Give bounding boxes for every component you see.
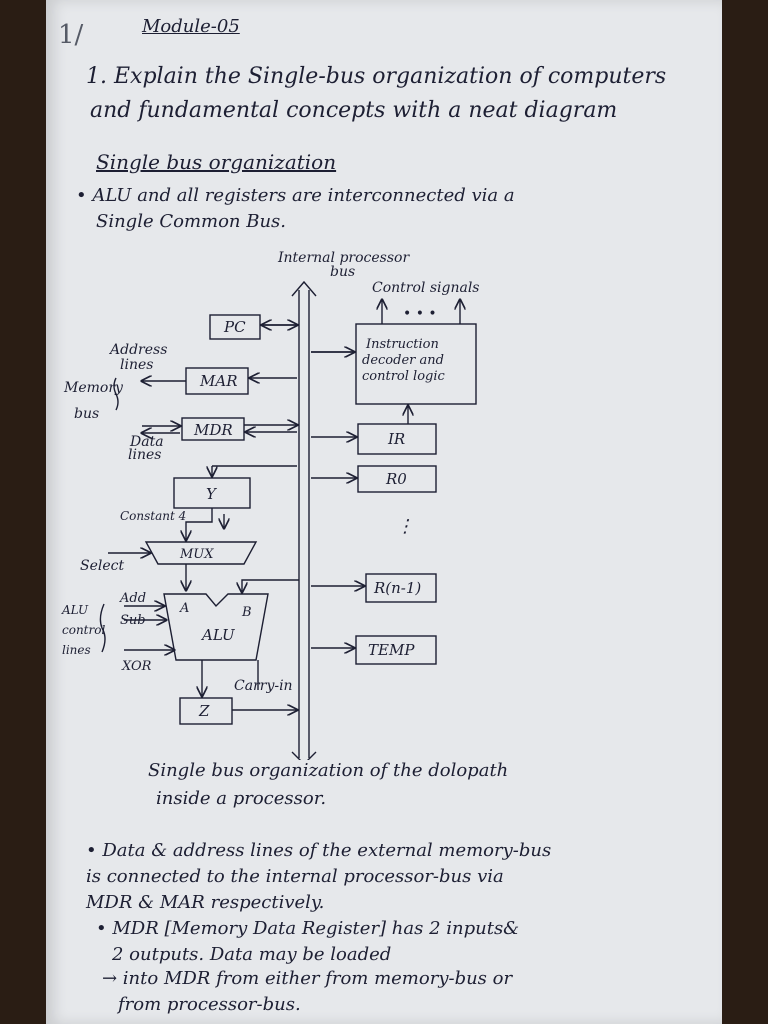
mux-shape (144, 541, 258, 565)
mdr-label: MDR (193, 421, 233, 439)
bullet-line: Single Common Bus. (96, 211, 287, 232)
constant-label: Constant 4 (120, 509, 186, 523)
bullet-4: → into MDR from either from memory-bus o… (102, 966, 512, 1018)
memory-bus-brace (113, 377, 119, 411)
alu-control-brace (99, 603, 106, 653)
bus-label-2: bus (330, 264, 355, 280)
decoder-line-3: control logic (362, 369, 445, 384)
alu-control-label-2: control (62, 623, 105, 637)
register-dots: ⋮ (396, 516, 414, 537)
mdr-box (181, 417, 245, 441)
bullet-line: • Data & address lines of the external m… (86, 840, 552, 861)
z-box (179, 697, 233, 725)
temp-label: TEMP (368, 641, 415, 659)
alu-b-label: B (241, 605, 252, 620)
alu-shape (163, 593, 269, 661)
y-to-mux-arrow (186, 508, 213, 540)
diagram-caption: Single bus organization of the dolopath … (148, 757, 508, 813)
bullet-line: • MDR [Memory Data Register] has 2 input… (96, 918, 520, 939)
mar-label: MAR (199, 372, 238, 390)
control-signals-label: Control signals (372, 280, 479, 296)
bus-arrow-bottom (291, 751, 317, 760)
question-1: 1. Explain the Single-bus organization o… (86, 60, 666, 128)
mux-label: MUX (179, 547, 214, 562)
section-heading: Single bus organization (96, 150, 337, 174)
bus-label-1: Internal processor (277, 250, 410, 266)
bullet-1: • ALU and all registers are interconnect… (76, 183, 515, 235)
alu-control-label-3: lines (62, 643, 91, 657)
add-label: Add (119, 591, 146, 606)
notebook-page: 1/ Module-05 1. Explain the Single-bus o… (46, 0, 722, 1024)
memory-bus-label-1: Memory (63, 380, 124, 396)
decoder-line-1: Instruction (365, 337, 439, 352)
page-mark: 1/ (58, 20, 84, 50)
rn-box (365, 573, 437, 603)
r0-label: R0 (385, 470, 407, 488)
decoder-box (355, 323, 477, 405)
address-label-2: lines (120, 357, 153, 373)
decoder-line-2: decoder and (362, 353, 444, 368)
z-label: Z (198, 702, 210, 720)
address-label-1: Address (108, 342, 167, 358)
carry-in-label: Carry-in (234, 678, 293, 694)
pc-label: PC (223, 318, 246, 336)
bullet-line: from processor-bus. (118, 994, 301, 1015)
bullet-line: MDR & MAR respectively. (86, 892, 325, 913)
pc-box (209, 314, 261, 340)
question-line: and fundamental concepts with a neat dia… (90, 98, 618, 123)
bullet-line: is connected to the internal processor-b… (86, 866, 504, 887)
bullet-line: • ALU and all registers are interconnect… (76, 185, 515, 206)
r0-box (357, 465, 437, 493)
alu-control-label-1: ALU (61, 603, 89, 617)
control-ellipsis: • • • (403, 306, 437, 322)
alu-label: ALU (200, 626, 236, 644)
bullet-line: → into MDR from either from memory-bus o… (102, 968, 513, 989)
data-label-1: Data (129, 434, 164, 450)
question-line: 1. Explain the Single-bus organization o… (86, 64, 667, 89)
datapath-diagram: Internal processor bus Control signals •… (61, 250, 479, 760)
bullet-3: • MDR [Memory Data Register] has 2 input… (96, 916, 519, 968)
temp-box (355, 635, 437, 665)
caption-line: inside a processor. (156, 788, 327, 809)
bullet-line: 2 outputs. Data may be loaded (112, 944, 392, 965)
y-label: Y (206, 485, 218, 503)
bullet-2: • Data & address lines of the external m… (86, 838, 551, 916)
sub-label: Sub (120, 613, 146, 628)
ir-label: IR (387, 430, 405, 448)
ir-box (357, 423, 437, 455)
bus-to-alu-b-arrow (242, 579, 299, 592)
select-label: Select (80, 558, 124, 574)
xor-label: XOR (121, 659, 152, 674)
data-label-2: lines (128, 447, 161, 463)
memory-bus-label-2: bus (74, 406, 99, 422)
module-title: Module-05 (142, 16, 240, 37)
rn-label: R(n-1) (373, 579, 421, 597)
bus-arrow-top (291, 280, 317, 297)
caption-line: Single bus organization of the dolopath (148, 760, 509, 781)
alu-a-label: A (179, 601, 189, 616)
